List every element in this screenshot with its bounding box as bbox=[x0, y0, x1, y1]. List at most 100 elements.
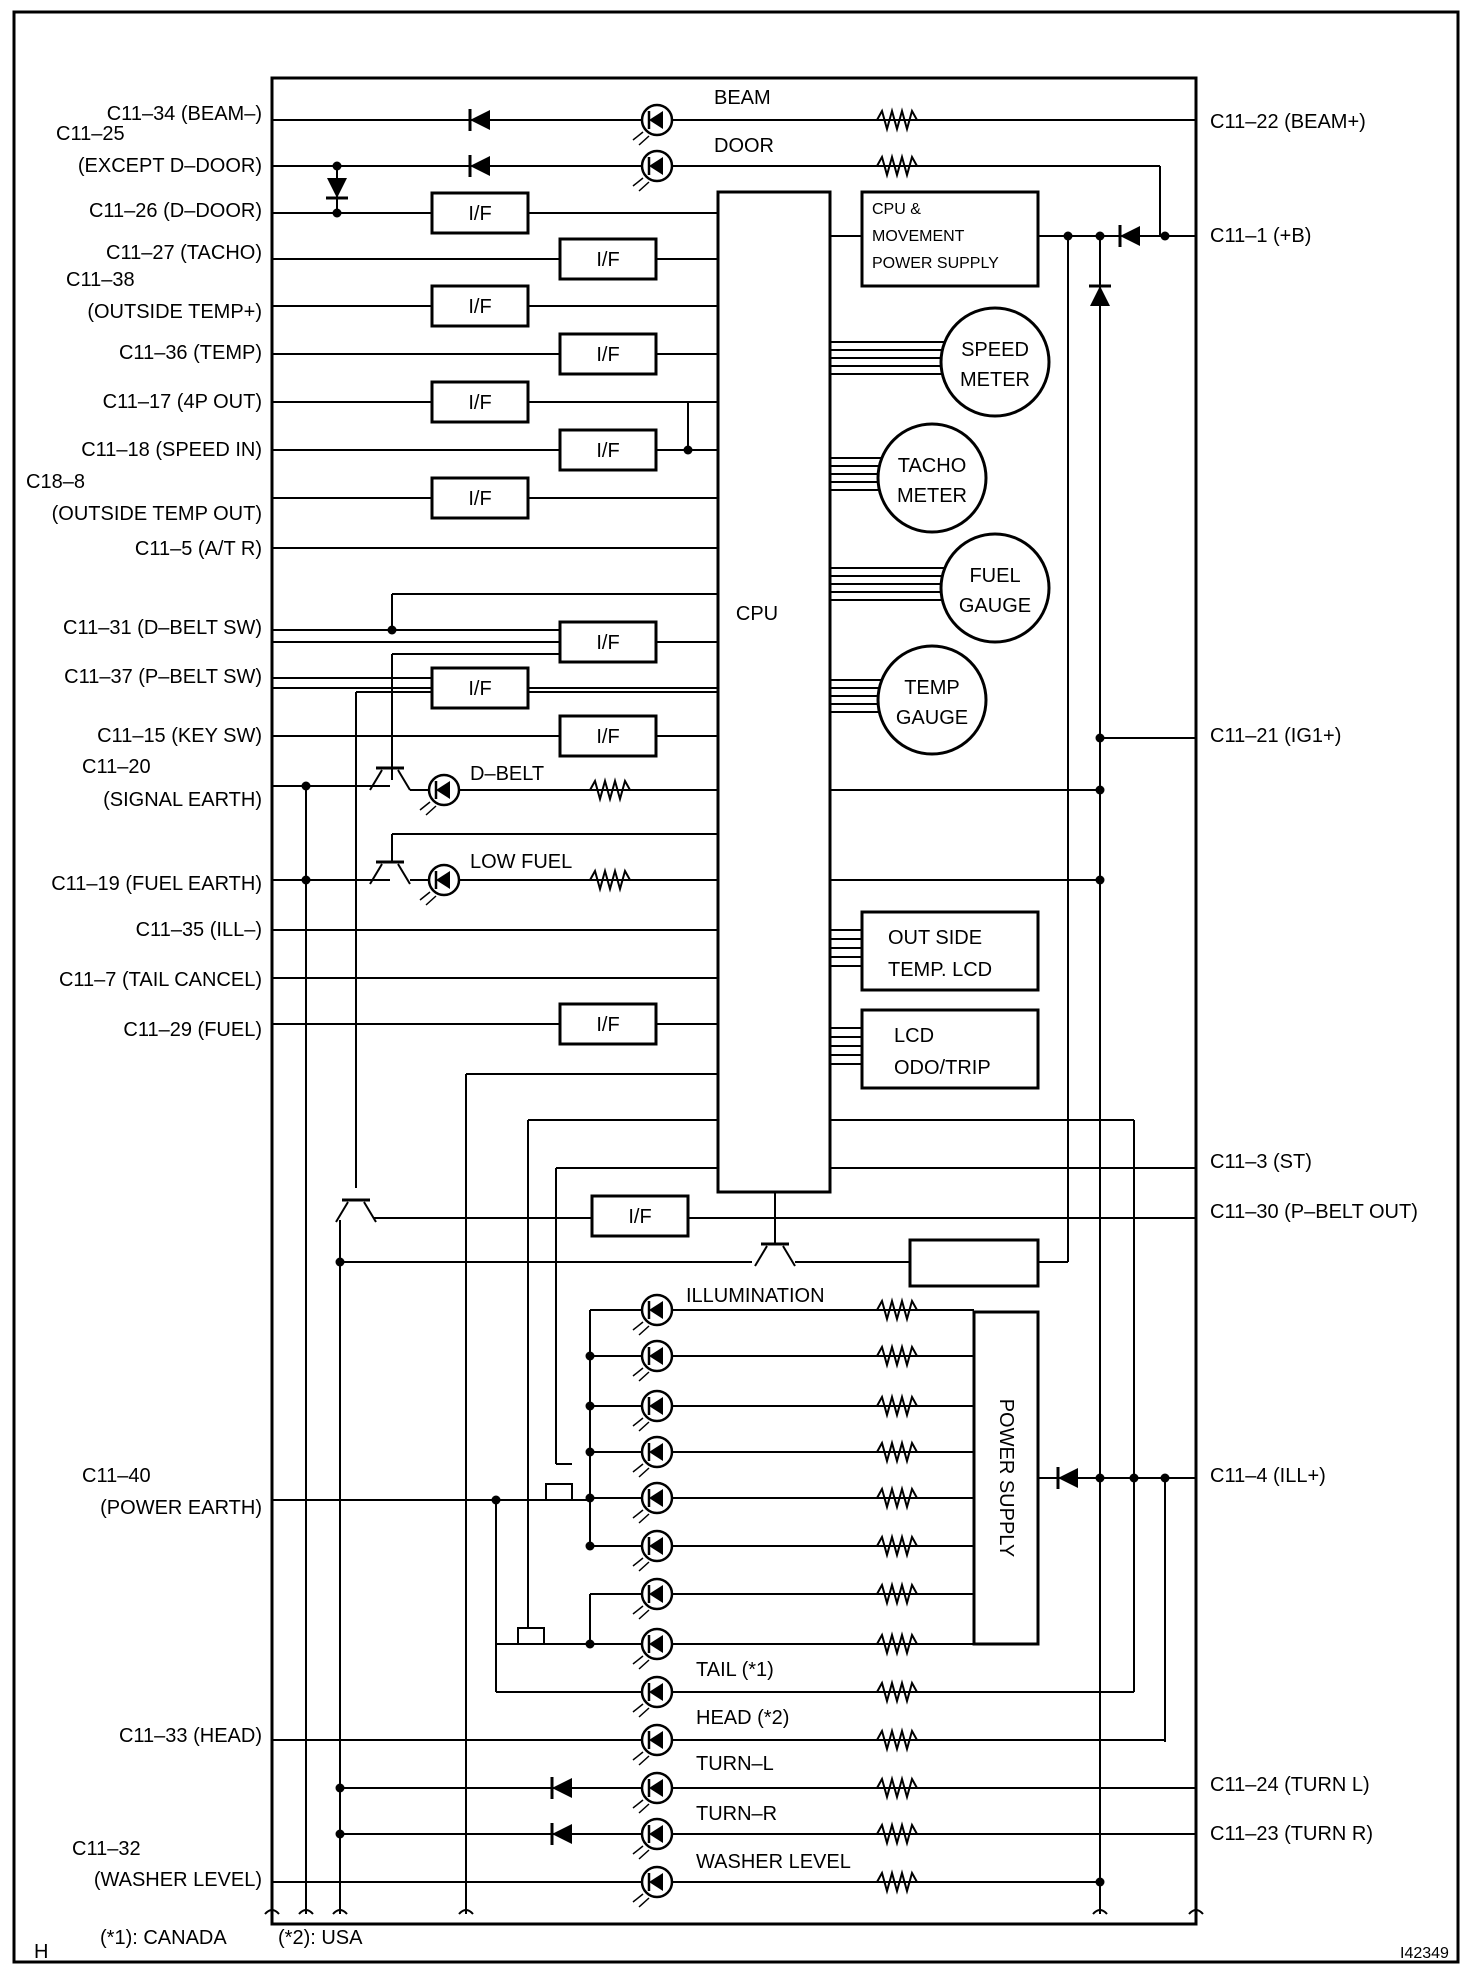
junction-dot bbox=[1095, 1473, 1105, 1483]
diode-icon bbox=[1089, 284, 1111, 306]
pin-label-turn-l: C11–24 (TURN L) bbox=[1210, 1774, 1370, 1796]
pin-label-st: C11–3 (ST) bbox=[1210, 1151, 1312, 1173]
transistor-icon bbox=[754, 1242, 796, 1267]
pin-label-speed-in: C11–18 (SPEED IN) bbox=[81, 439, 262, 461]
led-icon bbox=[632, 1577, 674, 1620]
lcd-outside-temp-lcd bbox=[860, 910, 1040, 992]
footnote-canada: (*1): CANADA bbox=[100, 1927, 227, 1949]
junction-dot bbox=[683, 445, 693, 455]
if-speed-in bbox=[558, 428, 658, 472]
junction-dot bbox=[335, 1829, 345, 1839]
pin-label-washer-level: (WASHER LEVEL) bbox=[94, 1869, 262, 1891]
transistor-icon bbox=[369, 860, 411, 885]
pin-label-head: C11–33 (HEAD) bbox=[119, 1725, 262, 1747]
junction-dot bbox=[1129, 1473, 1139, 1483]
junction-dot bbox=[585, 1541, 595, 1551]
lamp-label-beam: BEAM bbox=[714, 87, 771, 109]
led-icon bbox=[632, 103, 674, 146]
if-speed-in-label: I/F bbox=[596, 440, 619, 462]
resistor-icon bbox=[876, 153, 918, 179]
power-supply-label: POWER SUPPLY bbox=[995, 1399, 1017, 1558]
gauge-label-tacho-meter: TACHO bbox=[898, 455, 967, 477]
lcd-label-outside-temp-lcd: OUT SIDE bbox=[888, 927, 982, 949]
resistor-icon bbox=[876, 1533, 918, 1559]
pin-label-ill-minus: C11–35 (ILL–) bbox=[136, 919, 262, 941]
gauge-label-temp-gauge: GAUGE bbox=[896, 707, 968, 729]
diode-icon bbox=[550, 1823, 572, 1845]
gauge-speed-meter bbox=[939, 306, 1051, 418]
cpu-power-supply-block bbox=[860, 190, 1040, 288]
figure-code: I42349 bbox=[1400, 1945, 1449, 1962]
junction-dot bbox=[1095, 785, 1105, 795]
pin-label-fuel: C11–29 (FUEL) bbox=[123, 1019, 262, 1041]
if-d-door bbox=[430, 191, 530, 235]
wire-break-mark bbox=[1188, 1909, 1204, 1915]
pin-label-tail-cancel: C11–7 (TAIL CANCEL) bbox=[59, 969, 262, 991]
resistor-icon bbox=[876, 1679, 918, 1705]
labels: C11–34 (BEAM–)C11–25(EXCEPT D–DOOR)C11–2… bbox=[26, 87, 1449, 1963]
pin-label-p-belt-out: C11–30 (P–BELT OUT) bbox=[1210, 1201, 1418, 1223]
pin-label-beam-plus: C11–22 (BEAM+) bbox=[1210, 111, 1366, 133]
pin-label-temp: C11–36 (TEMP) bbox=[119, 342, 262, 364]
cpu-power-supply-label: CPU & bbox=[872, 201, 921, 218]
wire-break-mark bbox=[458, 1909, 474, 1915]
led-icon bbox=[632, 1389, 674, 1432]
led-icon bbox=[632, 149, 674, 192]
diode-icon bbox=[1056, 1467, 1078, 1489]
if-key-sw bbox=[558, 714, 658, 758]
wire-break-mark bbox=[332, 1909, 348, 1915]
pin-label-at-r: C11–5 (A/T R) bbox=[135, 538, 262, 560]
pin-label-beam-minus: C11–34 (BEAM–) bbox=[107, 103, 262, 125]
resistor-icon bbox=[876, 1485, 918, 1511]
wire-break-mark bbox=[298, 1909, 314, 1915]
if-p-belt-out bbox=[590, 1194, 690, 1238]
resistor-icon bbox=[876, 1581, 918, 1607]
junction-dot bbox=[585, 1351, 595, 1361]
resistor-icon bbox=[876, 1393, 918, 1419]
resistor-icon bbox=[876, 1727, 918, 1753]
junction-dot bbox=[1095, 733, 1105, 743]
pin-label-fuel-earth: C11–19 (FUEL EARTH) bbox=[51, 873, 262, 895]
led-icon bbox=[419, 863, 461, 906]
lamp-label-washer-level: WASHER LEVEL bbox=[696, 1851, 851, 1873]
pin-label-signal-earth: C11–20 bbox=[82, 756, 151, 778]
junction-dot bbox=[1095, 875, 1105, 885]
cpu-label: CPU bbox=[736, 603, 778, 625]
led-icon bbox=[632, 1865, 674, 1908]
led-icon bbox=[632, 1529, 674, 1572]
gauge-label-speed-meter: METER bbox=[960, 369, 1030, 391]
lcd-label-odo-trip-lcd: ODO/TRIP bbox=[894, 1057, 991, 1079]
if-outside-temp-out bbox=[430, 476, 530, 520]
led-icon bbox=[632, 1627, 674, 1670]
lamp-label-tail: TAIL (*1) bbox=[696, 1659, 774, 1681]
diode-icon bbox=[1118, 225, 1140, 247]
led-icon bbox=[632, 1771, 674, 1814]
junction-dot bbox=[1095, 1877, 1105, 1887]
if-key-sw-label: I/F bbox=[596, 726, 619, 748]
pin-label-outside-temp-plus: (OUTSIDE TEMP+) bbox=[87, 301, 262, 323]
gauge-fuel-gauge bbox=[939, 532, 1051, 644]
transistor-icon bbox=[369, 766, 411, 791]
pin-label-washer-level: C11–32 bbox=[72, 1838, 141, 1860]
lcd-odo-trip-lcd bbox=[860, 1008, 1040, 1090]
pin-label-p-belt-sw: C11–37 (P–BELT SW) bbox=[64, 666, 262, 688]
power-supply-block bbox=[972, 1310, 1040, 1646]
pin-label-signal-earth: (SIGNAL EARTH) bbox=[103, 789, 262, 811]
if-p-belt-label: I/F bbox=[468, 678, 491, 700]
components bbox=[326, 103, 1140, 1908]
lamp-label-turn-r: TURN–R bbox=[696, 1803, 777, 1825]
pin-label-key-sw: C11–15 (KEY SW) bbox=[97, 725, 262, 747]
junction-dot bbox=[585, 1447, 595, 1457]
gauge-label-fuel-gauge: FUEL bbox=[969, 565, 1020, 587]
if-4p-out bbox=[430, 380, 530, 424]
resistor-icon bbox=[876, 1297, 918, 1323]
lamp-label-head: HEAD (*2) bbox=[696, 1707, 789, 1729]
gauge-label-fuel-gauge: GAUGE bbox=[959, 595, 1031, 617]
if-tacho bbox=[558, 237, 658, 281]
pin-label-d-belt-sw: C11–31 (D–BELT SW) bbox=[63, 617, 262, 639]
connector-icon bbox=[545, 1483, 573, 1501]
outer-frame bbox=[12, 10, 1460, 1964]
if-fuel bbox=[558, 1002, 658, 1046]
lcd-label-odo-trip-lcd: LCD bbox=[894, 1025, 934, 1047]
cpu-block bbox=[716, 190, 832, 1194]
